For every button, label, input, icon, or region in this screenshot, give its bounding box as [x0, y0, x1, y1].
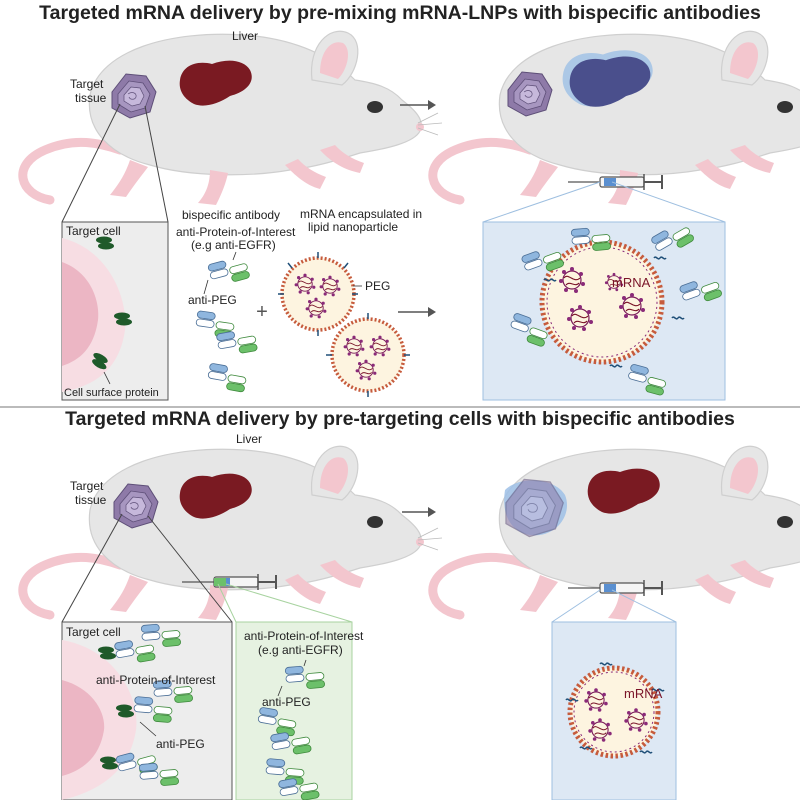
lnp-small-2: [326, 313, 410, 397]
lnp-small-1: [278, 252, 358, 336]
anti-peg-label-green: anti-PEG: [262, 695, 311, 709]
antibody-cluster: [194, 251, 259, 393]
target-cell-label-bottom: Target cell: [66, 625, 121, 639]
arrow-right-icon-2: [398, 307, 436, 317]
zoom-lines-blue: [482, 181, 726, 223]
lnp-panel-bottom: [551, 621, 677, 800]
arrow-right-icon: [400, 100, 436, 110]
liver-label-bottom: Liver: [236, 432, 262, 446]
target-tissue-label-bottom: Target: [70, 479, 104, 493]
zoom-lines-bottom: [61, 513, 233, 623]
target-tissue-label: Target: [70, 77, 104, 91]
zoom-lines-blue-bottom: [551, 589, 677, 623]
target-tissue-label-2: tissue: [75, 91, 107, 105]
syringe-icon-green: [181, 573, 277, 591]
top-title: Targeted mRNA delivery by pre-mixing mRN…: [39, 2, 761, 24]
anti-poi-label-bottom: anti-Protein-of-Interest: [96, 673, 216, 687]
peg-label: PEG: [365, 279, 390, 293]
liver-label: Liver: [232, 29, 258, 43]
mouse-bottom-right: [433, 446, 800, 620]
antibody-injection-panel: [235, 621, 353, 800]
anti-poi-example-label-green: (e.g anti-EGFR): [258, 643, 343, 657]
zoom-lines-green: [217, 583, 353, 623]
zoom-lines: [61, 103, 169, 223]
anti-poi-label-green: anti-Protein-of-Interest: [244, 629, 364, 643]
bottom-title: Targeted mRNA delivery by pre-targeting …: [65, 408, 735, 430]
plus-icon: +: [256, 301, 268, 323]
anti-poi-label: anti-Protein-of-Interest: [176, 225, 296, 239]
target-cell-panel: [61, 221, 169, 401]
anti-peg-label: anti-PEG: [188, 293, 237, 307]
cell-surface-protein-label: Cell surface protein: [64, 387, 159, 399]
mrna-label: mRNA: [612, 275, 651, 290]
mrna-label-bottom: mRNA: [624, 686, 663, 701]
lipid-nanoparticle-label: lipid nanoparticle: [308, 220, 398, 234]
mouse-bottom-left: [23, 446, 442, 620]
arrow-right-icon-3: [402, 507, 436, 517]
anti-peg-label-bottom: anti-PEG: [156, 737, 205, 751]
mrna-encapsulated-label: mRNA encapsulated in: [300, 207, 422, 221]
target-cell-panel-bottom: [61, 621, 233, 800]
bispecific-antibody-label: bispecific antibody: [182, 208, 280, 222]
anti-poi-example-label: (e.g anti-EGFR): [191, 238, 276, 252]
target-cell-label: Target cell: [66, 224, 121, 238]
mouse-top-left: [23, 31, 442, 205]
target-tissue-label-bottom-2: tissue: [75, 493, 107, 507]
lnp-antibody-complex-panel: [482, 219, 726, 401]
